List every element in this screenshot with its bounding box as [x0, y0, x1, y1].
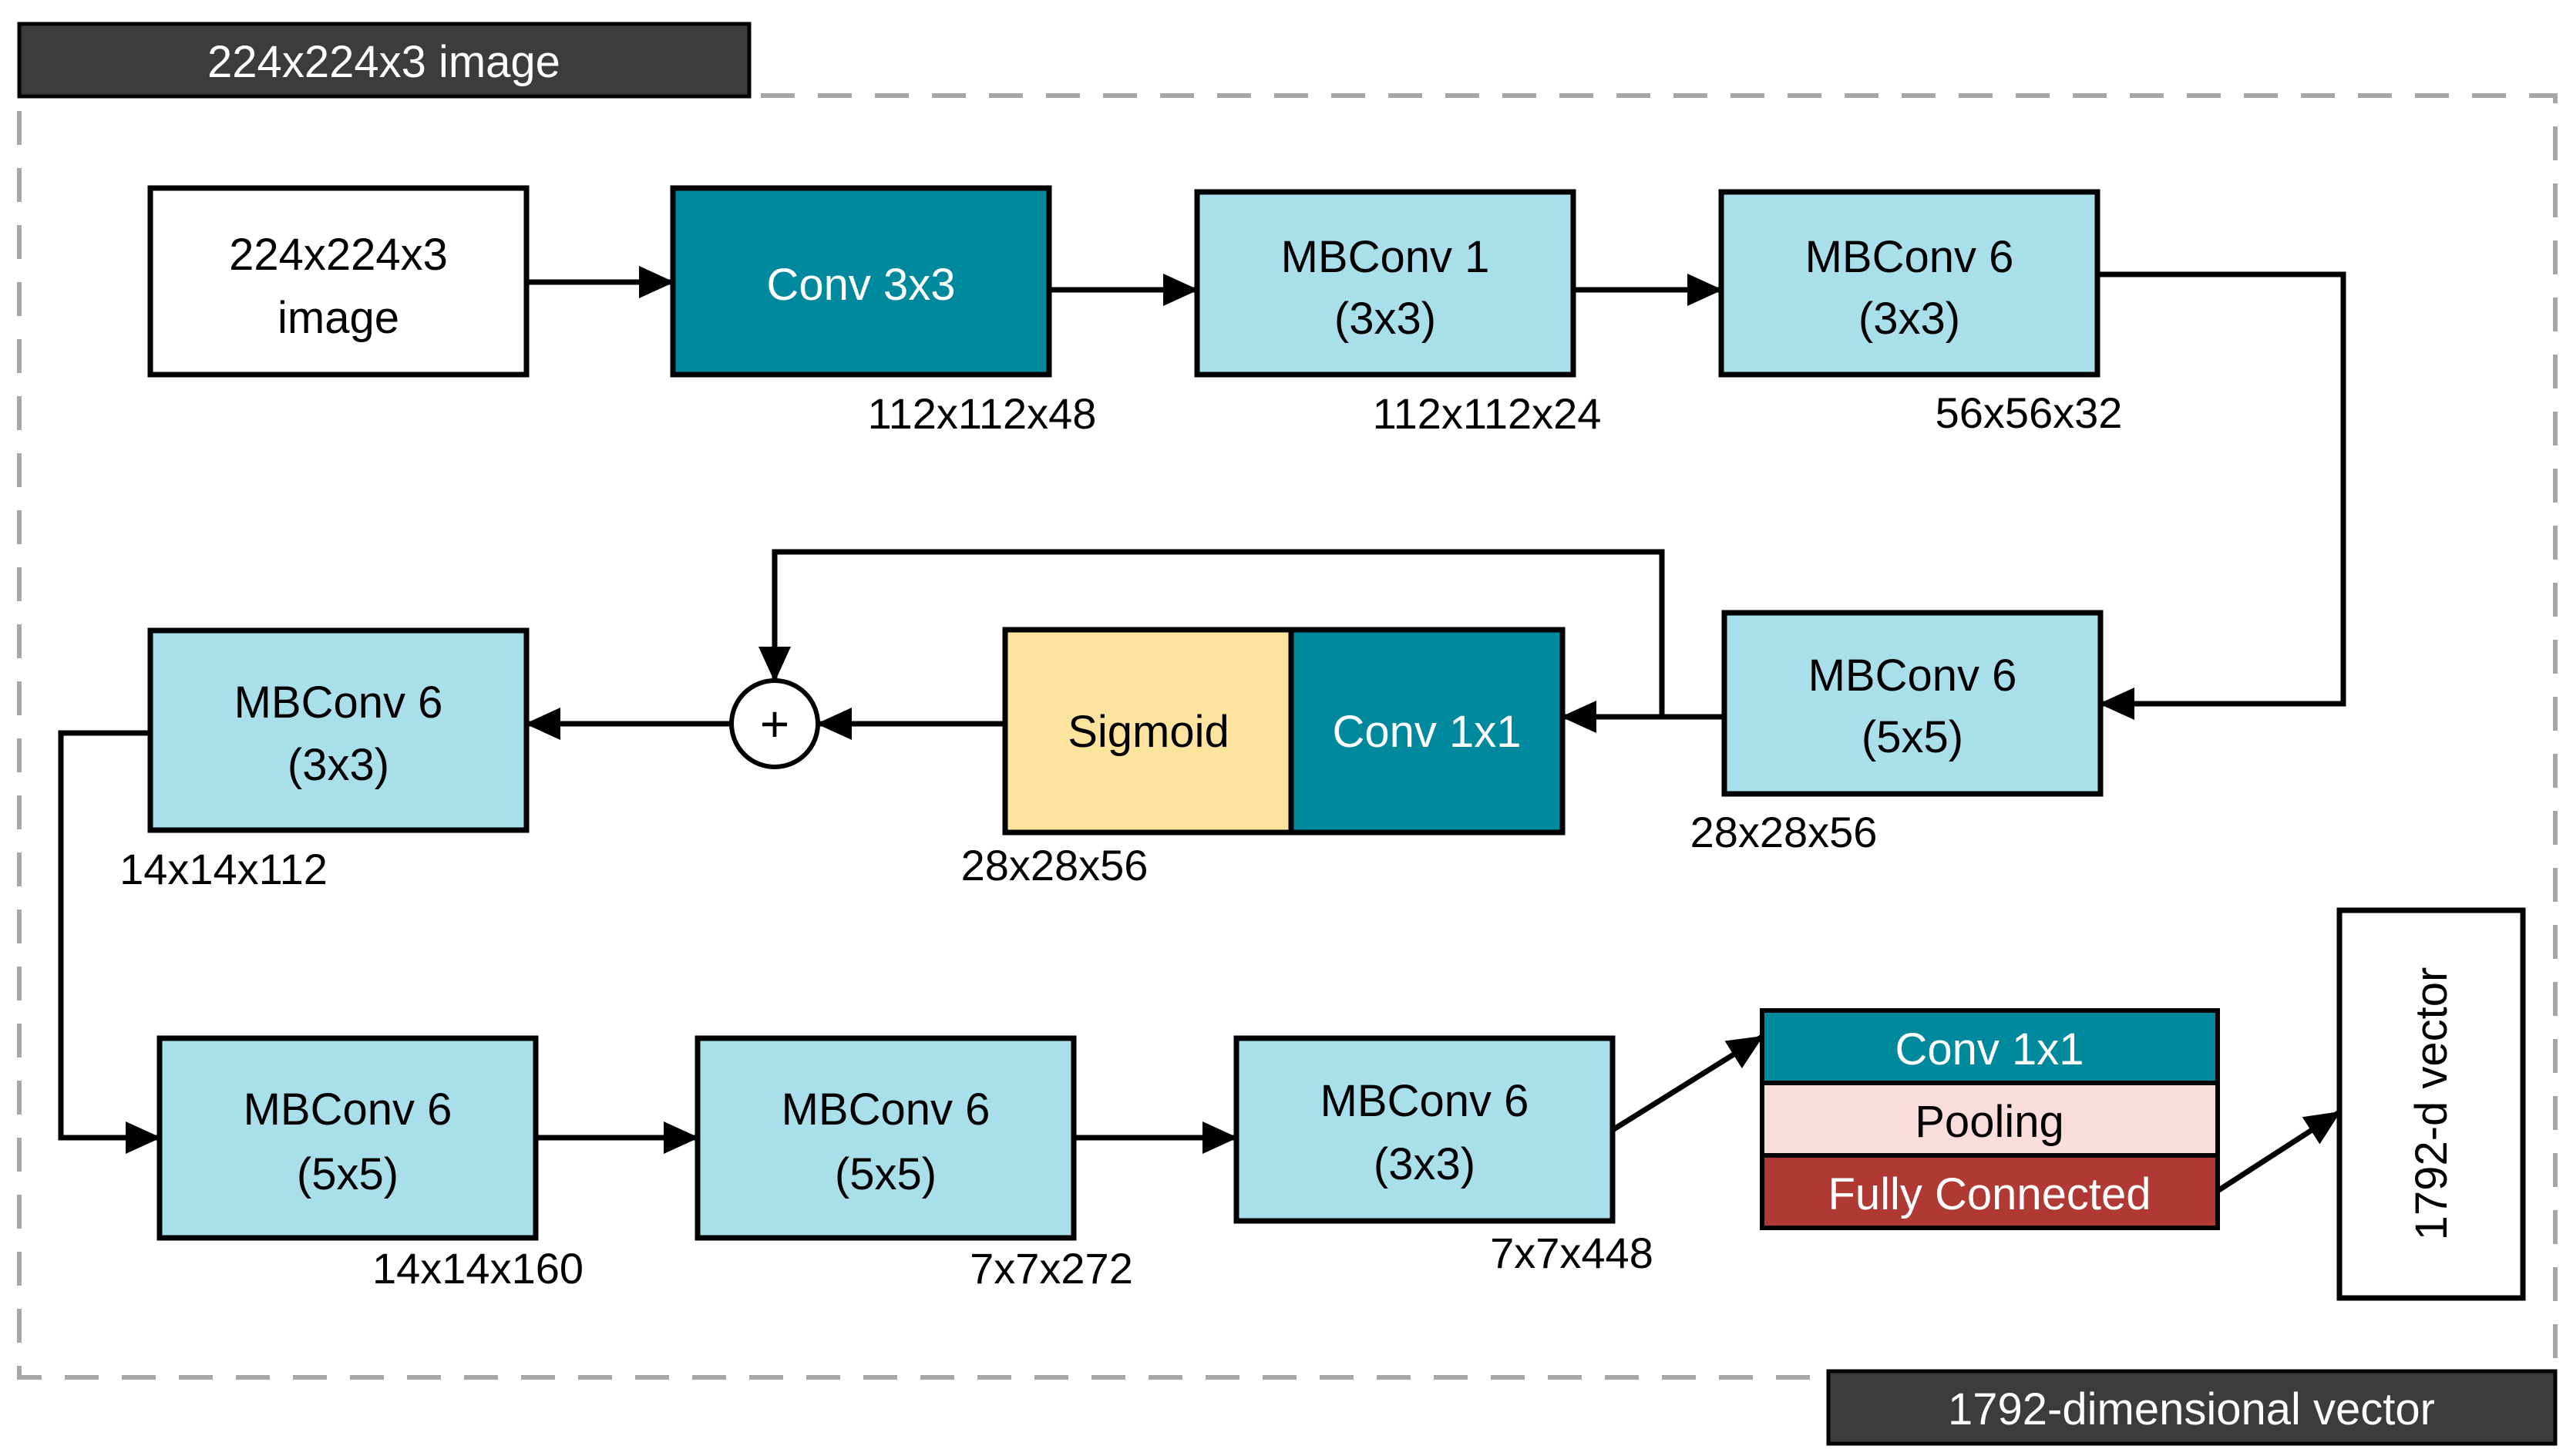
arrow-row1-to-row2	[2097, 271, 2346, 720]
input-image-line1: 224x224x3	[229, 230, 448, 280]
mbconv6-3x3-b-line2: (3x3)	[288, 740, 389, 790]
mbconv6-3x3-b-block: MBConv 6 (3x3)	[147, 627, 530, 833]
mbconv6-3x3-a-block: MBConv 6 (3x3)	[1718, 189, 2100, 378]
mbconv6-3x3-c-dims: 7x7x448	[1490, 1229, 1653, 1277]
connectors	[58, 266, 2346, 1193]
mbconv6-3x3-a-dims: 56x56x32	[1936, 388, 2123, 437]
bottom-banner: 1792-dimensional vector	[1826, 1369, 2558, 1446]
mbconv1-line2: (3x3)	[1334, 294, 1436, 344]
bottom-banner-label: 1792-dimensional vector	[1948, 1384, 2435, 1434]
head-fc-label: Fully Connected	[1828, 1169, 2151, 1219]
mbconv6-3x3-b-dims: 14x14x112	[119, 845, 328, 893]
output-vector-label: 1792-d vector	[2407, 967, 2457, 1241]
dashed-container	[17, 93, 2558, 1380]
mbconv6-5x5-b-line2: (5x5)	[297, 1149, 399, 1199]
mbconv6-5x5-c-line1: MBConv 6	[782, 1084, 991, 1135]
arrow-skip-connection	[758, 549, 1665, 717]
mbconv1-3x3-block: MBConv 1 (3x3)	[1194, 189, 1576, 378]
mbconv6-3x3-b-line1: MBConv 6	[234, 678, 443, 728]
sigmoid-block: Sigmoid	[1002, 627, 1294, 836]
mbconv6-5x5-b-dims: 14x14x160	[372, 1244, 584, 1293]
conv3x3-label: Conv 3x3	[766, 260, 955, 310]
sigmoid-dims: 28x28x56	[961, 841, 1149, 889]
head-conv-label: Conv 1x1	[1895, 1024, 2084, 1074]
arrow-mbconv6-to-head	[1611, 1034, 1764, 1132]
sigmoid-label: Sigmoid	[1068, 707, 1229, 757]
head-stack: Conv 1x1 Pooling Fully Connected	[1760, 1008, 2220, 1230]
mbconv6-3x3-a-line1: MBConv 6	[1805, 232, 2014, 282]
input-image-line2: image	[277, 293, 399, 343]
mbconv6-3x3-c-line2: (3x3)	[1374, 1139, 1475, 1189]
add-node: +	[729, 678, 820, 769]
mbconv6-3x3-c-line1: MBConv 6	[1320, 1076, 1529, 1126]
conv1x1-attention-block: Conv 1x1	[1288, 627, 1566, 836]
mbconv6-5x5-a-block: MBConv 6 (5x5)	[1721, 610, 2104, 797]
mbconv6-5x5-c-block: MBConv 6 (5x5)	[695, 1035, 1077, 1241]
conv1x1-attention-label: Conv 1x1	[1332, 707, 1521, 757]
plus-icon: +	[760, 695, 790, 752]
mbconv1-dims: 112x112x24	[1373, 389, 1602, 438]
mbconv6-5x5-b-line1: MBConv 6	[244, 1084, 452, 1135]
mbconv6-3x3-c-block: MBConv 6 (3x3)	[1233, 1035, 1616, 1224]
mbconv6-3x3-a-line2: (3x3)	[1858, 294, 1960, 344]
mbconv6-5x5-b-block: MBConv 6 (5x5)	[156, 1035, 539, 1241]
mbconv6-5x5-a-line1: MBConv 6	[1808, 651, 2017, 701]
output-vector-block: 1792-d vector	[2336, 907, 2526, 1301]
mbconv1-line1: MBConv 1	[1281, 232, 1490, 282]
arrow-head-to-output	[2216, 1110, 2341, 1193]
mbconv6-5x5-a-dims: 28x28x56	[1690, 808, 1878, 856]
head-pooling-label: Pooling	[1915, 1097, 2063, 1147]
top-banner-label: 224x224x3 image	[207, 37, 560, 87]
mbconv6-5x5-a-line2: (5x5)	[1862, 712, 1963, 762]
input-image-block: 224x224x3 image	[147, 185, 530, 378]
conv3x3-block: Conv 3x3	[670, 185, 1052, 378]
mbconv6-5x5-c-dims: 7x7x272	[970, 1244, 1133, 1293]
mbconv6-5x5-c-line2: (5x5)	[835, 1149, 937, 1199]
top-banner: 224x224x3 image	[17, 22, 752, 99]
conv3x3-dims: 112x112x48	[868, 389, 1097, 438]
arrow-row2-to-row3	[58, 730, 161, 1154]
